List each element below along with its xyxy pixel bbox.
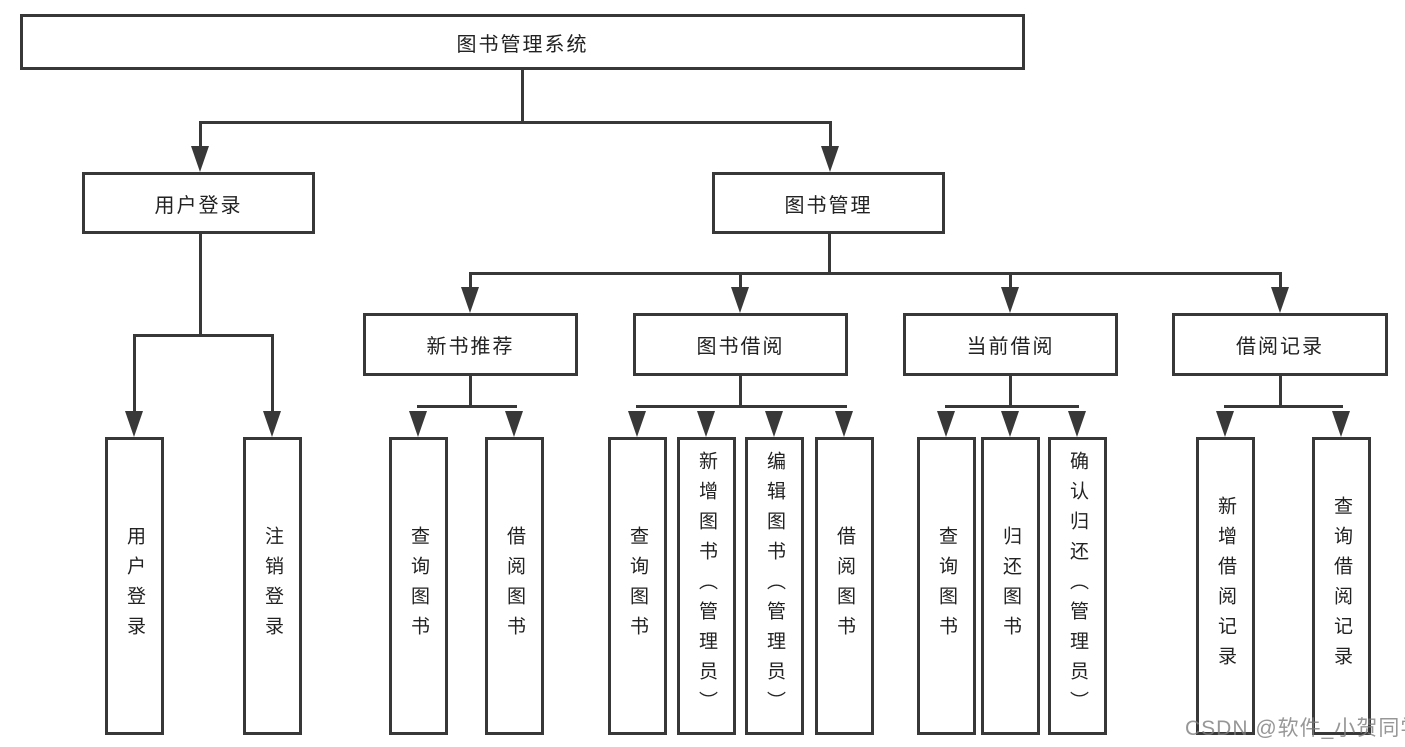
- connector-line: [829, 121, 832, 151]
- arrow-down-icon: [731, 287, 749, 313]
- node-label: 图书管理: [784, 194, 873, 217]
- leaf-logout: 注销登录: [243, 437, 302, 735]
- node-library-system-root: 图书管理系统: [20, 14, 1025, 70]
- leaf-label: 归还图书: [1000, 526, 1021, 646]
- connector-line: [828, 232, 831, 275]
- leaf-label: 查询图书: [936, 526, 957, 646]
- arrow-down-icon: [263, 411, 281, 437]
- leaf-label: 借阅图书: [504, 526, 525, 646]
- node-label: 借阅记录: [1236, 336, 1324, 358]
- connector-line: [271, 334, 274, 414]
- arrow-down-icon: [765, 411, 783, 437]
- connector-line: [469, 272, 472, 290]
- leaf-query-borrow-record: 查询借阅记录: [1312, 437, 1371, 735]
- arrow-down-icon: [821, 146, 839, 172]
- connector-line: [945, 405, 1079, 408]
- node-label: 图书管理系统: [456, 33, 589, 56]
- leaf-recommend-query-books: 查询图书: [389, 437, 448, 735]
- leaf-borrowing-borrow-books: 借阅图书: [815, 437, 874, 735]
- leaf-label: 新增借阅记录: [1215, 496, 1236, 676]
- arrow-down-icon: [505, 411, 523, 437]
- leaf-confirm-return-admin: 确认归还（管理员）: [1048, 437, 1107, 735]
- arrow-down-icon: [835, 411, 853, 437]
- arrow-down-icon: [1271, 287, 1289, 313]
- arrow-down-icon: [1001, 287, 1019, 313]
- arrow-down-icon: [125, 411, 143, 437]
- connector-line: [1009, 374, 1012, 408]
- arrow-down-icon: [409, 411, 427, 437]
- node-label: 用户登录: [154, 194, 243, 217]
- arrow-down-icon: [937, 411, 955, 437]
- connector-line: [199, 232, 202, 336]
- leaf-add-books-admin: 新增图书（管理员）: [677, 437, 736, 735]
- node-book-borrowing: 图书借阅: [633, 313, 848, 376]
- leaf-label: 新增图书（管理员）: [696, 451, 717, 721]
- leaf-label: 编辑图书（管理员）: [764, 451, 785, 721]
- arrow-down-icon: [1332, 411, 1350, 437]
- node-label: 图书借阅: [696, 336, 785, 358]
- arrow-down-icon: [461, 287, 479, 313]
- leaf-label: 注销登录: [262, 526, 283, 646]
- arrow-down-icon: [697, 411, 715, 437]
- arrow-down-icon: [1001, 411, 1019, 437]
- connector-line: [739, 272, 742, 290]
- leaf-edit-books-admin: 编辑图书（管理员）: [745, 437, 804, 735]
- leaf-current-query-books: 查询图书: [917, 437, 976, 735]
- leaf-return-books: 归还图书: [981, 437, 1040, 735]
- connector-line: [199, 121, 202, 151]
- leaf-borrowing-query-books: 查询图书: [608, 437, 667, 735]
- watermark: CSDN @软件_小贺同学: [1185, 717, 1405, 740]
- leaf-label: 查询图书: [408, 526, 429, 646]
- connector-line: [199, 121, 832, 124]
- connector-line: [1224, 405, 1343, 408]
- node-current-borrowing: 当前借阅: [903, 313, 1118, 376]
- leaf-label: 查询借阅记录: [1331, 496, 1352, 676]
- leaf-recommend-borrow-books: 借阅图书: [485, 437, 544, 735]
- node-new-book-recommend: 新书推荐: [363, 313, 578, 376]
- leaf-user-login: 用户登录: [105, 437, 164, 735]
- node-label: 当前借阅: [966, 336, 1055, 358]
- arrow-down-icon: [628, 411, 646, 437]
- arrow-down-icon: [1068, 411, 1086, 437]
- connector-line: [1279, 272, 1282, 290]
- connector-line: [469, 374, 472, 408]
- arrow-down-icon: [1216, 411, 1234, 437]
- node-book-management: 图书管理: [712, 172, 945, 234]
- connector-line: [739, 374, 742, 408]
- connector-line: [417, 405, 517, 408]
- node-borrowing-records: 借阅记录: [1172, 313, 1388, 376]
- connector-line: [521, 68, 524, 124]
- connector-line: [1279, 374, 1282, 408]
- leaf-label: 确认归还（管理员）: [1067, 451, 1088, 721]
- leaf-add-borrow-record: 新增借阅记录: [1196, 437, 1255, 735]
- leaf-label: 借阅图书: [834, 526, 855, 646]
- leaf-label: 查询图书: [627, 526, 648, 646]
- connector-line: [1009, 272, 1012, 290]
- connector-line: [133, 334, 274, 337]
- connector-line: [636, 405, 847, 408]
- connector-line: [133, 334, 136, 414]
- leaf-label: 用户登录: [124, 526, 145, 646]
- arrow-down-icon: [191, 146, 209, 172]
- node-label: 新书推荐: [426, 336, 515, 358]
- node-user-login: 用户登录: [82, 172, 315, 234]
- connector-line: [469, 272, 1282, 275]
